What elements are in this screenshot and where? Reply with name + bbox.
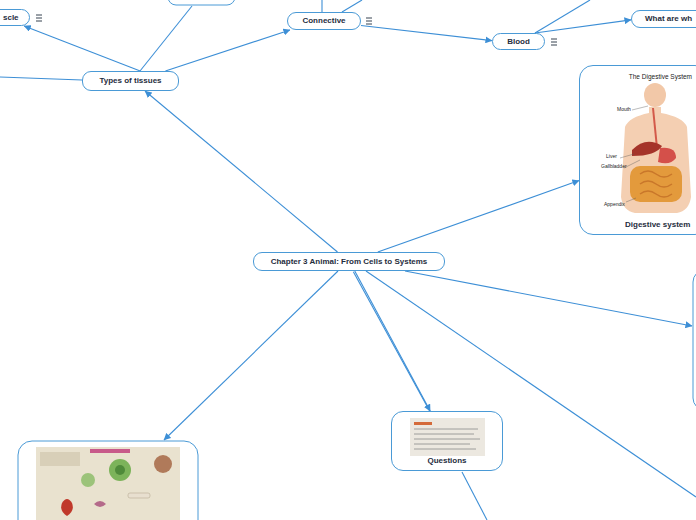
connector: [165, 30, 290, 71]
note-icon: [36, 15, 42, 21]
torso: [621, 107, 691, 213]
topic-text: Digestive system: [625, 220, 690, 230]
digestive-illustration: [620, 83, 691, 213]
image-boxes: [18, 0, 696, 520]
branch-line: [0, 77, 82, 80]
photo-banner: [90, 449, 130, 453]
connector: [535, 20, 631, 33]
topic-box: Questions: [391, 411, 503, 471]
topic-box: Chapter 3 Animal: From Cells to Systems: [253, 252, 445, 271]
connector-line: [145, 91, 337, 252]
photo-heading: [414, 422, 432, 425]
liver: [632, 142, 662, 156]
textbook-photo: [36, 447, 180, 520]
topic-box: Connective: [287, 12, 361, 30]
topic-text: Connective: [302, 16, 345, 26]
branch-line: [342, 0, 362, 12]
figure-label: Appendix: [604, 201, 625, 207]
figure-label: Liver: [606, 153, 617, 159]
connector-line: [355, 271, 430, 411]
connector: [24, 26, 140, 71]
branch-line: [462, 472, 487, 520]
figure-label: The Digestive System: [629, 73, 692, 81]
photo-bone: [128, 493, 150, 498]
branch-line: [164, 271, 338, 440]
photo-heart: [61, 499, 73, 516]
photo-lines: [414, 429, 480, 449]
questions-photo: [410, 418, 485, 456]
stomach: [658, 148, 676, 164]
note-icon: [366, 18, 372, 24]
image-box: [18, 441, 198, 520]
topic-box: What are wh: [631, 10, 696, 28]
esophagus: [653, 108, 657, 148]
leader-lines: [620, 106, 648, 202]
note-icon: [551, 39, 557, 45]
branch-line: [140, 6, 192, 71]
topic-text: Types of tissues: [99, 76, 161, 86]
connector: [361, 26, 492, 41]
cut-image-box: [693, 270, 696, 410]
connector: [378, 181, 579, 252]
branch-line: [535, 0, 590, 33]
photo-organ: [154, 455, 172, 473]
topic-box: Digestive system: [579, 65, 696, 235]
head: [644, 83, 666, 107]
connector-line: [24, 26, 140, 71]
topic-text: Questions: [427, 456, 466, 466]
photo-text-block: [40, 452, 80, 466]
figure-label: Gallbladder: [601, 163, 627, 169]
topic-box: scle: [0, 9, 30, 26]
connector: [145, 91, 337, 252]
topic-text: Blood: [507, 37, 530, 47]
connector-line: [353, 272, 429, 411]
photo-nucleus: [115, 465, 125, 475]
topic-box: Types of tissues: [82, 71, 179, 91]
connector-line: [378, 181, 579, 252]
photo-ground: [36, 447, 180, 520]
connector-line: [535, 20, 631, 33]
branch-line: [321, 0, 322, 12]
connector-line: [165, 30, 290, 71]
photo-cell: [81, 473, 95, 487]
branch-line: [405, 271, 692, 326]
photo-page: [410, 418, 485, 456]
topic-text: scle: [3, 13, 19, 23]
connector-line: [361, 26, 492, 41]
cut-topic-box: [168, 0, 235, 5]
topic-text: What are wh: [645, 14, 692, 24]
intestine: [630, 166, 682, 202]
figure-label: Mouth: [617, 106, 631, 112]
topic-text: Chapter 3 Animal: From Cells to Systems: [271, 257, 428, 267]
photo-organ: [94, 501, 106, 507]
photo-cell: [109, 459, 131, 481]
topic-box: Blood: [492, 33, 545, 50]
intestine-folds: [640, 171, 672, 197]
connector: [353, 271, 430, 411]
